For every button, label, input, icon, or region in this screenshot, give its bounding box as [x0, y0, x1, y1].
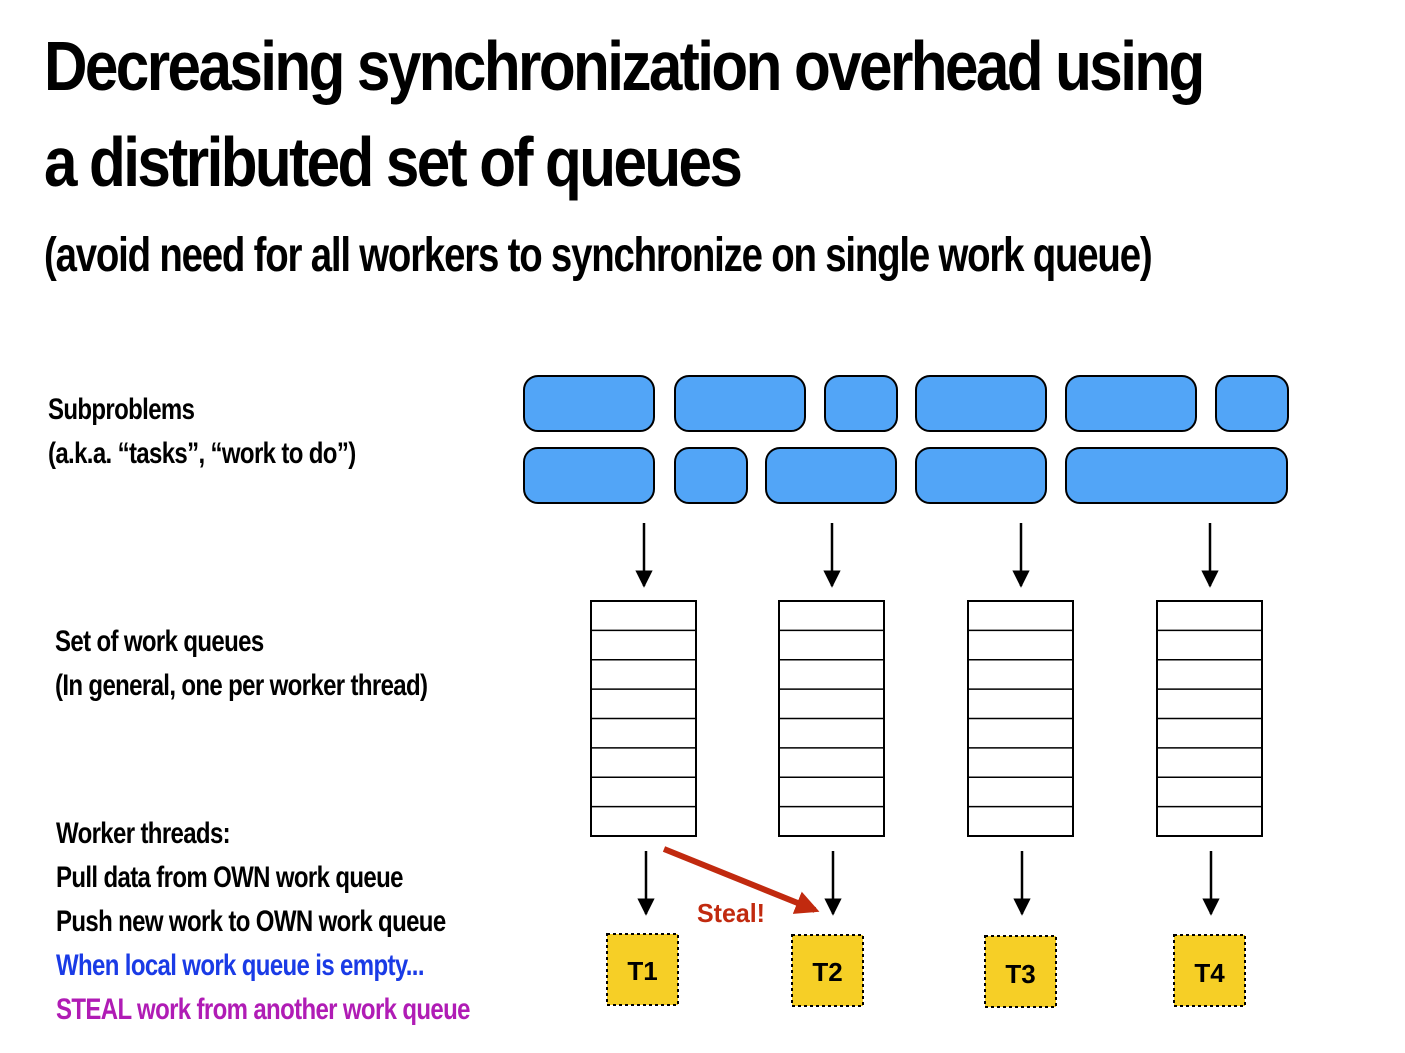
subproblems-label: Subproblems (a.k.a. “tasks”, “work to do…: [48, 388, 356, 476]
thread-label: T1: [627, 956, 657, 986]
worker-threads-label-line-4: When local work queue is empty...: [56, 949, 424, 982]
task-block: [674, 375, 806, 432]
task-row-1: [523, 375, 1289, 432]
task-block: [674, 447, 748, 504]
worker-threads-label-line-1: Worker threads:: [56, 817, 231, 850]
subproblems-label-line-2: (a.k.a. “tasks”, “work to do”): [48, 437, 356, 470]
worker-threads-label-line-2: Pull data from OWN work queue: [56, 861, 403, 894]
thread-t4: T4: [1173, 934, 1246, 1007]
worker-threads-label: Worker threads: Pull data from OWN work …: [56, 812, 471, 1032]
steal-arrow: [662, 846, 820, 914]
slide-subtitle: (avoid need for all workers to synchroni…: [44, 229, 1153, 282]
task-block: [824, 375, 898, 432]
task-row-2: [523, 447, 1288, 504]
task-block: [765, 447, 897, 504]
work-queues-label: Set of work queues (In general, one per …: [55, 620, 428, 708]
task-block: [1065, 375, 1197, 432]
task-block: [915, 375, 1047, 432]
worker-threads-label-line-3: Push new work to OWN work queue: [56, 905, 446, 938]
work-queue-3: [967, 600, 1074, 837]
worker-threads-label-line-5: STEAL work from another work queue: [56, 993, 471, 1026]
thread-label: T4: [1194, 958, 1225, 988]
enqueue-arrows: [635, 523, 1219, 588]
task-block: [1065, 447, 1288, 504]
thread-t2: T2: [791, 934, 864, 1007]
slide-title: Decreasing synchronization overhead usin…: [44, 18, 1205, 210]
work-queue-1: [590, 600, 697, 837]
thread-label: T3: [1005, 959, 1035, 989]
thread-label: T2: [812, 957, 842, 987]
task-block: [523, 375, 655, 432]
work-queues-label-line-1: Set of work queues: [55, 625, 264, 658]
subproblems-label-line-1: Subproblems: [48, 393, 195, 426]
task-block: [915, 447, 1047, 504]
task-block: [523, 447, 655, 504]
thread-t3: T3: [984, 935, 1057, 1008]
thread-t1: T1: [606, 933, 679, 1006]
steal-label: Steal!: [697, 898, 765, 928]
dequeue-arrows: [637, 851, 1220, 916]
task-block: [1215, 375, 1289, 432]
title-line-2: a distributed set of queues: [44, 123, 743, 201]
work-queue-4: [1156, 600, 1263, 837]
work-queue-2: [778, 600, 885, 837]
title-line-1: Decreasing synchronization overhead usin…: [44, 27, 1205, 105]
work-queues-label-line-2: (In general, one per worker thread): [55, 669, 428, 702]
